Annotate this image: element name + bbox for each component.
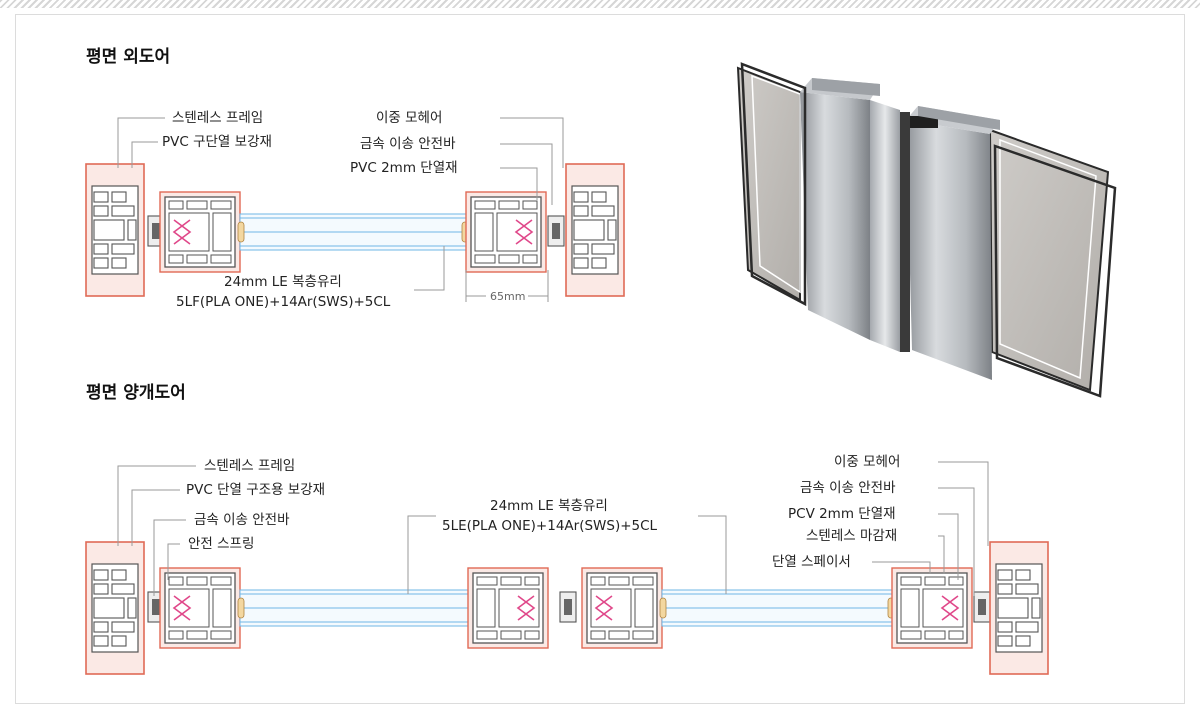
label-bottom-pcv-insulation: PCV 2mm 단열재: [788, 506, 896, 522]
bottom-center-profile-left: [467, 567, 549, 649]
bottom-right-profile: [891, 567, 973, 649]
bottom-right-wall-frame: [989, 541, 1049, 675]
leader-top-right-2: [500, 143, 553, 205]
label-top-metal-bar: 금속 이송 안전바: [360, 136, 456, 152]
bottom-left-profile: [159, 567, 241, 649]
leader-bottom-left-4: [167, 543, 180, 580]
label-bottom-glass-1: 24mm LE 복층유리: [490, 498, 608, 514]
label-top-double-mohair: 이중 모헤어: [376, 110, 442, 126]
top-right-seal: [547, 215, 565, 247]
label-bottom-insulation-spacer: 단열 스페이서: [772, 554, 851, 570]
leader-bottom-right-5: [872, 561, 931, 574]
leader-bottom-glass-right: [698, 515, 727, 594]
dimension-label: 65mm: [490, 290, 525, 303]
label-bottom-stainless-finish: 스텐레스 마감재: [806, 528, 897, 544]
bottom-glass-right: [659, 589, 895, 627]
door-3d-render: [736, 62, 1117, 398]
leader-bottom-left-2: [131, 489, 180, 546]
leader-bottom-right-1: [938, 461, 989, 546]
bottom-right-seal: [973, 591, 991, 623]
leader-top-glass: [414, 246, 445, 291]
label-top-pvc-insulation: PVC 2mm 단열재: [350, 160, 458, 176]
leader-top-right-1: [500, 117, 564, 168]
top-right-profile: [465, 191, 547, 273]
bottom-center-seal: [559, 591, 577, 623]
bottom-glass-left: [237, 589, 469, 627]
label-top-glass-1: 24mm LE 복층유리: [224, 274, 342, 290]
leader-top-left-2: [131, 141, 158, 168]
dimension-65mm: 65mm: [465, 270, 549, 303]
label-bottom-double-mohair: 이중 모헤어: [834, 454, 900, 470]
leader-top-left-1: [117, 117, 165, 168]
bottom-left-wall-frame: [85, 541, 145, 675]
leader-bottom-right-2: [938, 487, 975, 596]
label-bottom-safety-spring: 안전 스프링: [188, 536, 254, 552]
top-stripe: [0, 0, 1200, 8]
leader-bottom-right-4: [938, 535, 945, 574]
label-bottom-stainless-frame: 스텐레스 프레임: [204, 458, 295, 474]
leader-bottom-right-3: [938, 513, 959, 580]
top-glass-pane: [237, 213, 469, 251]
section-bottom-title: 평면 양개도어: [86, 383, 186, 403]
leader-top-right-3: [500, 167, 538, 200]
label-top-glass-2: 5LF(PLA ONE)+14Ar(SWS)+5CL: [176, 294, 391, 310]
top-left-wall-frame: [85, 163, 145, 297]
leader-bottom-left-1: [117, 465, 196, 546]
bottom-center-profile-right: [581, 567, 663, 649]
label-bottom-glass-2: 5LE(PLA ONE)+14Ar(SWS)+5CL: [442, 518, 658, 534]
content-border: [15, 14, 1185, 704]
top-left-profile: [159, 191, 241, 273]
label-bottom-metal-bar-right: 금속 이송 안전바: [800, 480, 896, 496]
label-bottom-pvc-reinforce: PVC 단열 구조용 보강재: [186, 482, 325, 498]
label-top-stainless-frame: 스텐레스 프레임: [172, 110, 263, 126]
label-top-pvc-reinforce: PVC 구단열 보강재: [162, 134, 272, 150]
label-bottom-metal-bar: 금속 이송 안전바: [194, 512, 290, 528]
top-right-wall-frame: [565, 163, 625, 297]
section-top-title: 평면 외도어: [86, 47, 170, 67]
leader-bottom-glass-left: [407, 515, 436, 594]
leader-bottom-left-3: [153, 519, 186, 596]
